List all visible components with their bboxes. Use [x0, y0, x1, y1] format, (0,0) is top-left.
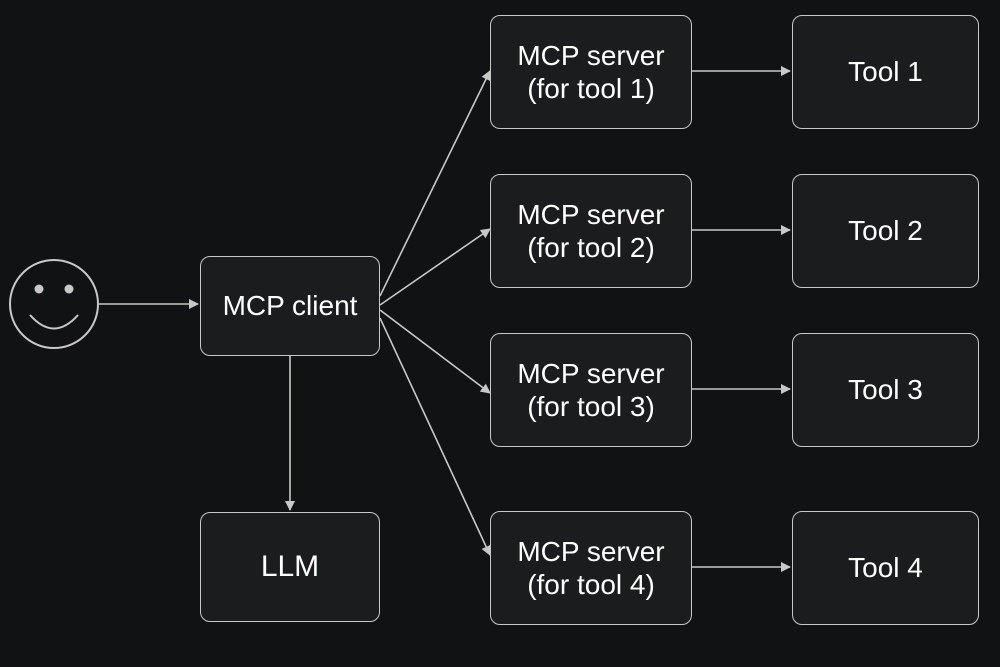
- tool-node-4: Tool 4: [792, 511, 979, 625]
- mcp-server-node-3: MCP server (for tool 3): [490, 333, 692, 447]
- mcp-server-node-4: MCP server (for tool 4): [490, 511, 692, 625]
- tool-node-3: Tool 3: [792, 333, 979, 447]
- tool-label-1: Tool 1: [848, 56, 923, 87]
- tool-label-3: Tool 3: [848, 374, 923, 405]
- edge-client-to-server-4: [379, 317, 491, 556]
- mcp-server-label-1: MCP server (for tool 1): [517, 40, 665, 104]
- mcp-server-label-2: MCP server (for tool 2): [517, 199, 665, 263]
- tool-label-2: Tool 2: [848, 215, 923, 246]
- edge-client-to-server-1: [379, 70, 491, 297]
- smiley-face-icon: [9, 259, 99, 349]
- mcp-client-node: MCP client: [200, 256, 380, 356]
- mcp-server-node-1: MCP server (for tool 1): [490, 15, 692, 129]
- mcp-server-label-4: MCP server (for tool 4): [517, 536, 665, 600]
- mcp-server-label-3: MCP server (for tool 3): [517, 358, 665, 422]
- llm-label: LLM: [260, 550, 320, 583]
- tool-node-2: Tool 2: [792, 174, 979, 288]
- mcp-server-node-2: MCP server (for tool 2): [490, 174, 692, 288]
- mcp-client-label: MCP client: [222, 290, 358, 321]
- llm-node: LLM: [200, 512, 380, 622]
- tool-label-4: Tool 4: [848, 552, 923, 583]
- edge-client-to-server-2: [379, 228, 491, 306]
- edge-client-to-server-3: [379, 309, 491, 394]
- tool-node-1: Tool 1: [792, 15, 979, 129]
